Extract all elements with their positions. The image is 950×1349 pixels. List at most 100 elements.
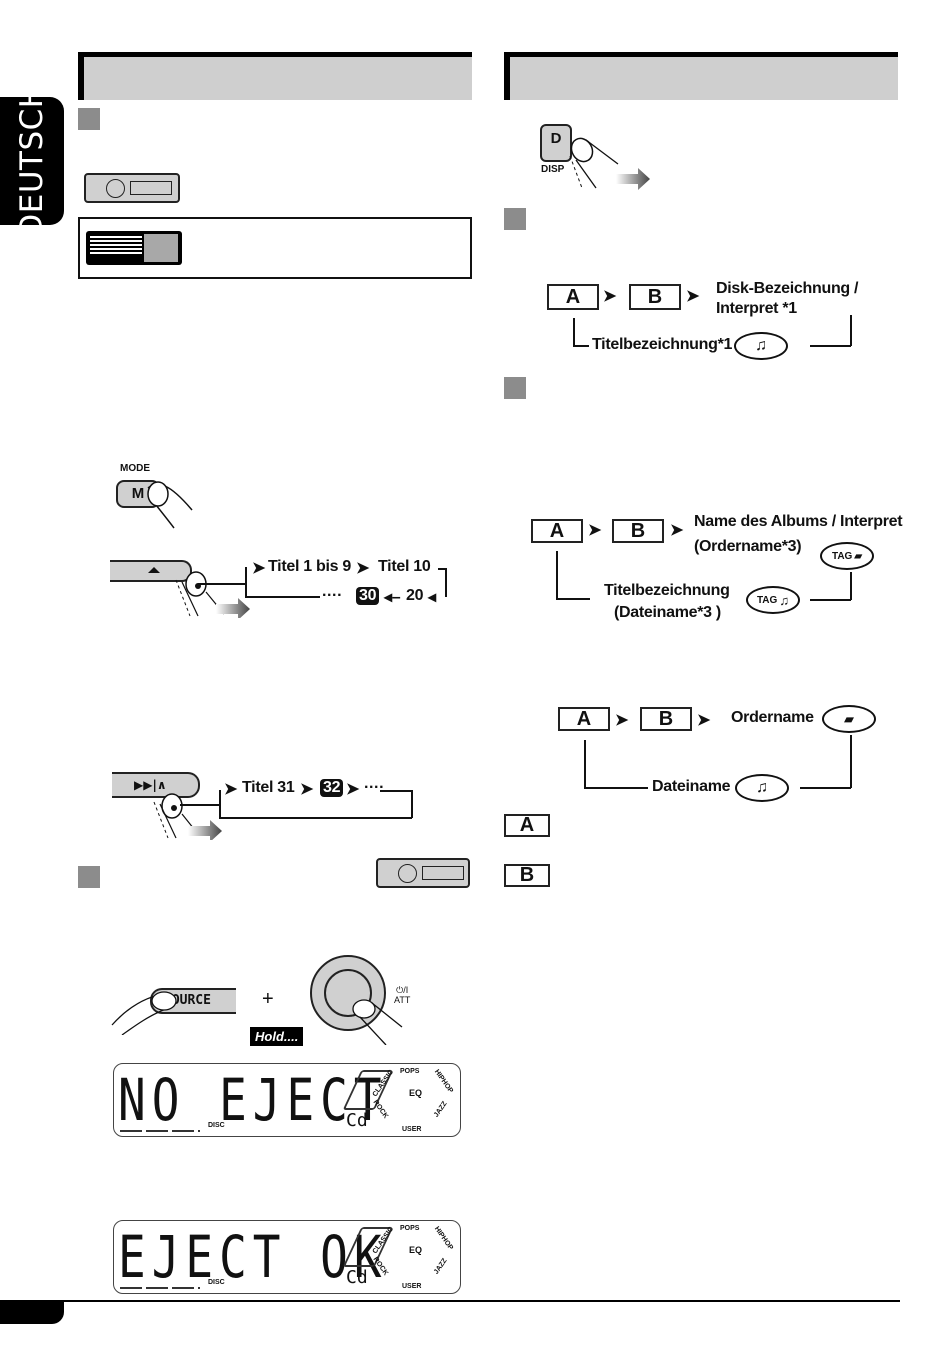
seq1-item-2: Titel 10 <box>378 558 431 575</box>
folder-oval: ▰ <box>822 705 876 733</box>
lcd-display-eject-ok: EJECT OK Cd DISC EQ POPS HIPHOP JAZZ USE… <box>113 1220 461 1294</box>
up-button[interactable] <box>110 560 192 582</box>
note-box <box>78 217 472 279</box>
legend-a-box: A <box>504 814 550 837</box>
right-section-header <box>504 52 898 100</box>
lcd-disc-label: DISC <box>208 1279 225 1286</box>
eq-label-hiphop: HIPHOP <box>432 1225 454 1252</box>
page-number-tab <box>0 1300 64 1324</box>
flow-arrow: ➤ <box>603 288 617 305</box>
tag-label-track-title: Titelbezeichnung <box>604 582 730 599</box>
footer-rule <box>64 1300 900 1302</box>
plus-sign: + <box>262 988 274 1010</box>
music-note-icon: ♫ <box>779 592 790 608</box>
mode-key: M <box>131 485 145 502</box>
att-label: ATT <box>394 995 411 1005</box>
skip-forward-icon: ▶▶|∧ <box>134 778 167 792</box>
file-label-folder: Ordername <box>731 709 814 726</box>
lcd-source-text: Cd <box>346 1110 368 1131</box>
up-arrow-icon <box>148 567 160 573</box>
hold-label: Hold.... <box>250 1027 304 1046</box>
lcd-main-text: NO EJECT <box>118 1066 388 1134</box>
finger-press-icon <box>111 991 177 1035</box>
seq1-arrow: ➤ <box>356 560 370 577</box>
seq1-arrow: ◂ <box>428 589 436 606</box>
eq-label-pops: POPS <box>400 1225 420 1232</box>
eq-label-jazz: JAZZ <box>432 1100 449 1119</box>
seq1-item-3: 20 <box>406 587 424 604</box>
disp-label: DISP <box>541 164 565 175</box>
step-marker <box>504 377 526 399</box>
unit-open-icon <box>86 231 182 265</box>
seq1-item-4: 30 <box>356 587 380 605</box>
cd-label-artist: Interpret *1 <box>716 300 797 317</box>
folder-icon: ▰ <box>854 550 863 562</box>
eq-label-hiphop: HIPHOP <box>432 1068 454 1095</box>
finger-press-icon <box>175 571 250 618</box>
flow-arrow: ➤ <box>670 522 684 539</box>
flow-arrow: ➤ <box>686 288 700 305</box>
flow-arrow: ➤ <box>588 522 602 539</box>
seq1-arrow: ➤ <box>252 560 266 577</box>
cd-label-disc-name: Disk-Bezeichnung / <box>716 280 859 297</box>
eq-label-pops: POPS <box>400 1068 420 1075</box>
seq2-arrow: ➤ <box>300 781 314 798</box>
legend-b-box: B <box>504 864 550 887</box>
mode-a-box: A <box>547 284 599 310</box>
eq-center: EQ <box>409 1088 423 1098</box>
file-oval: ♫ <box>735 774 789 802</box>
next-track-button[interactable]: ▶▶|∧ <box>112 772 200 798</box>
mode-a-box: A <box>558 707 610 731</box>
mode-b-box: B <box>612 519 664 543</box>
unit-closed-icon <box>376 858 470 888</box>
step-marker <box>504 208 526 230</box>
language-tab: DEUTSCH <box>0 84 64 238</box>
tag-label: TAG <box>756 594 778 606</box>
power-label: ⏻/I ATT <box>394 985 410 1005</box>
finger-press-icon <box>352 999 403 1045</box>
seq1-item-1: Titel 1 bis 9 <box>268 558 351 575</box>
lcd-main-text: EJECT OK <box>118 1223 388 1291</box>
tag-track-oval: TAG♫ <box>746 586 800 614</box>
finger-press-icon <box>153 793 222 840</box>
eq-label-jazz: JAZZ <box>432 1257 449 1276</box>
tag-label-file-name: (Dateiname*3 ) <box>614 604 721 621</box>
seq1-item-5: ···· <box>322 587 343 604</box>
power-volume-knob[interactable] <box>310 955 386 1031</box>
tag-label-album-artist: Name des Albums / Interpret <box>694 513 903 530</box>
left-section-header <box>78 52 472 100</box>
track-title-oval: ♫ <box>734 332 788 360</box>
unit-closed-icon <box>84 173 180 203</box>
eq-label-user: USER <box>402 1126 422 1133</box>
cd-label-track-title: Titelbezeichnung*1 <box>592 336 733 353</box>
seq2-item-2: 32 <box>320 779 344 797</box>
seq2-item-1: Titel 31 <box>242 779 295 796</box>
disp-key: D <box>550 130 562 147</box>
finger-press-icon <box>569 137 650 190</box>
file-label-file: Dateiname <box>652 778 731 795</box>
lcd-disc-label: DISC <box>208 1122 225 1129</box>
finger-press-icon <box>147 481 193 529</box>
tag-label-folder-name: (Ordername*3) <box>694 538 802 555</box>
mode-b-box: B <box>629 284 681 310</box>
mode-b-box: B <box>640 707 692 731</box>
seq2-item-3: ···· <box>364 779 385 796</box>
language-tab-label: DEUTSCH <box>14 84 50 238</box>
folder-icon: ▰ <box>844 712 854 726</box>
seq2-arrow: ➤ <box>224 781 238 798</box>
step-marker <box>78 866 100 888</box>
lcd-display-no-eject: NO EJECT Cd DISC EQ POPS HIPHOP JAZZ USE… <box>113 1063 461 1137</box>
music-note-icon: ♫ <box>756 779 768 796</box>
lcd-source-text: Cd <box>346 1267 368 1288</box>
seq2-arrow: ➤ <box>346 781 360 798</box>
mode-label: MODE <box>120 463 150 474</box>
mode-a-box: A <box>531 519 583 543</box>
eq-center: EQ <box>409 1245 423 1255</box>
power-icon-label: ⏻/I <box>396 985 409 995</box>
tag-folder-oval: TAG▰ <box>820 542 874 570</box>
seq1-arrow: ◂– <box>384 589 401 606</box>
music-note-icon: ♫ <box>755 337 767 354</box>
disp-button[interactable]: D <box>540 124 572 162</box>
flow-arrow: ➤ <box>615 712 629 729</box>
eq-label-user: USER <box>402 1283 422 1290</box>
